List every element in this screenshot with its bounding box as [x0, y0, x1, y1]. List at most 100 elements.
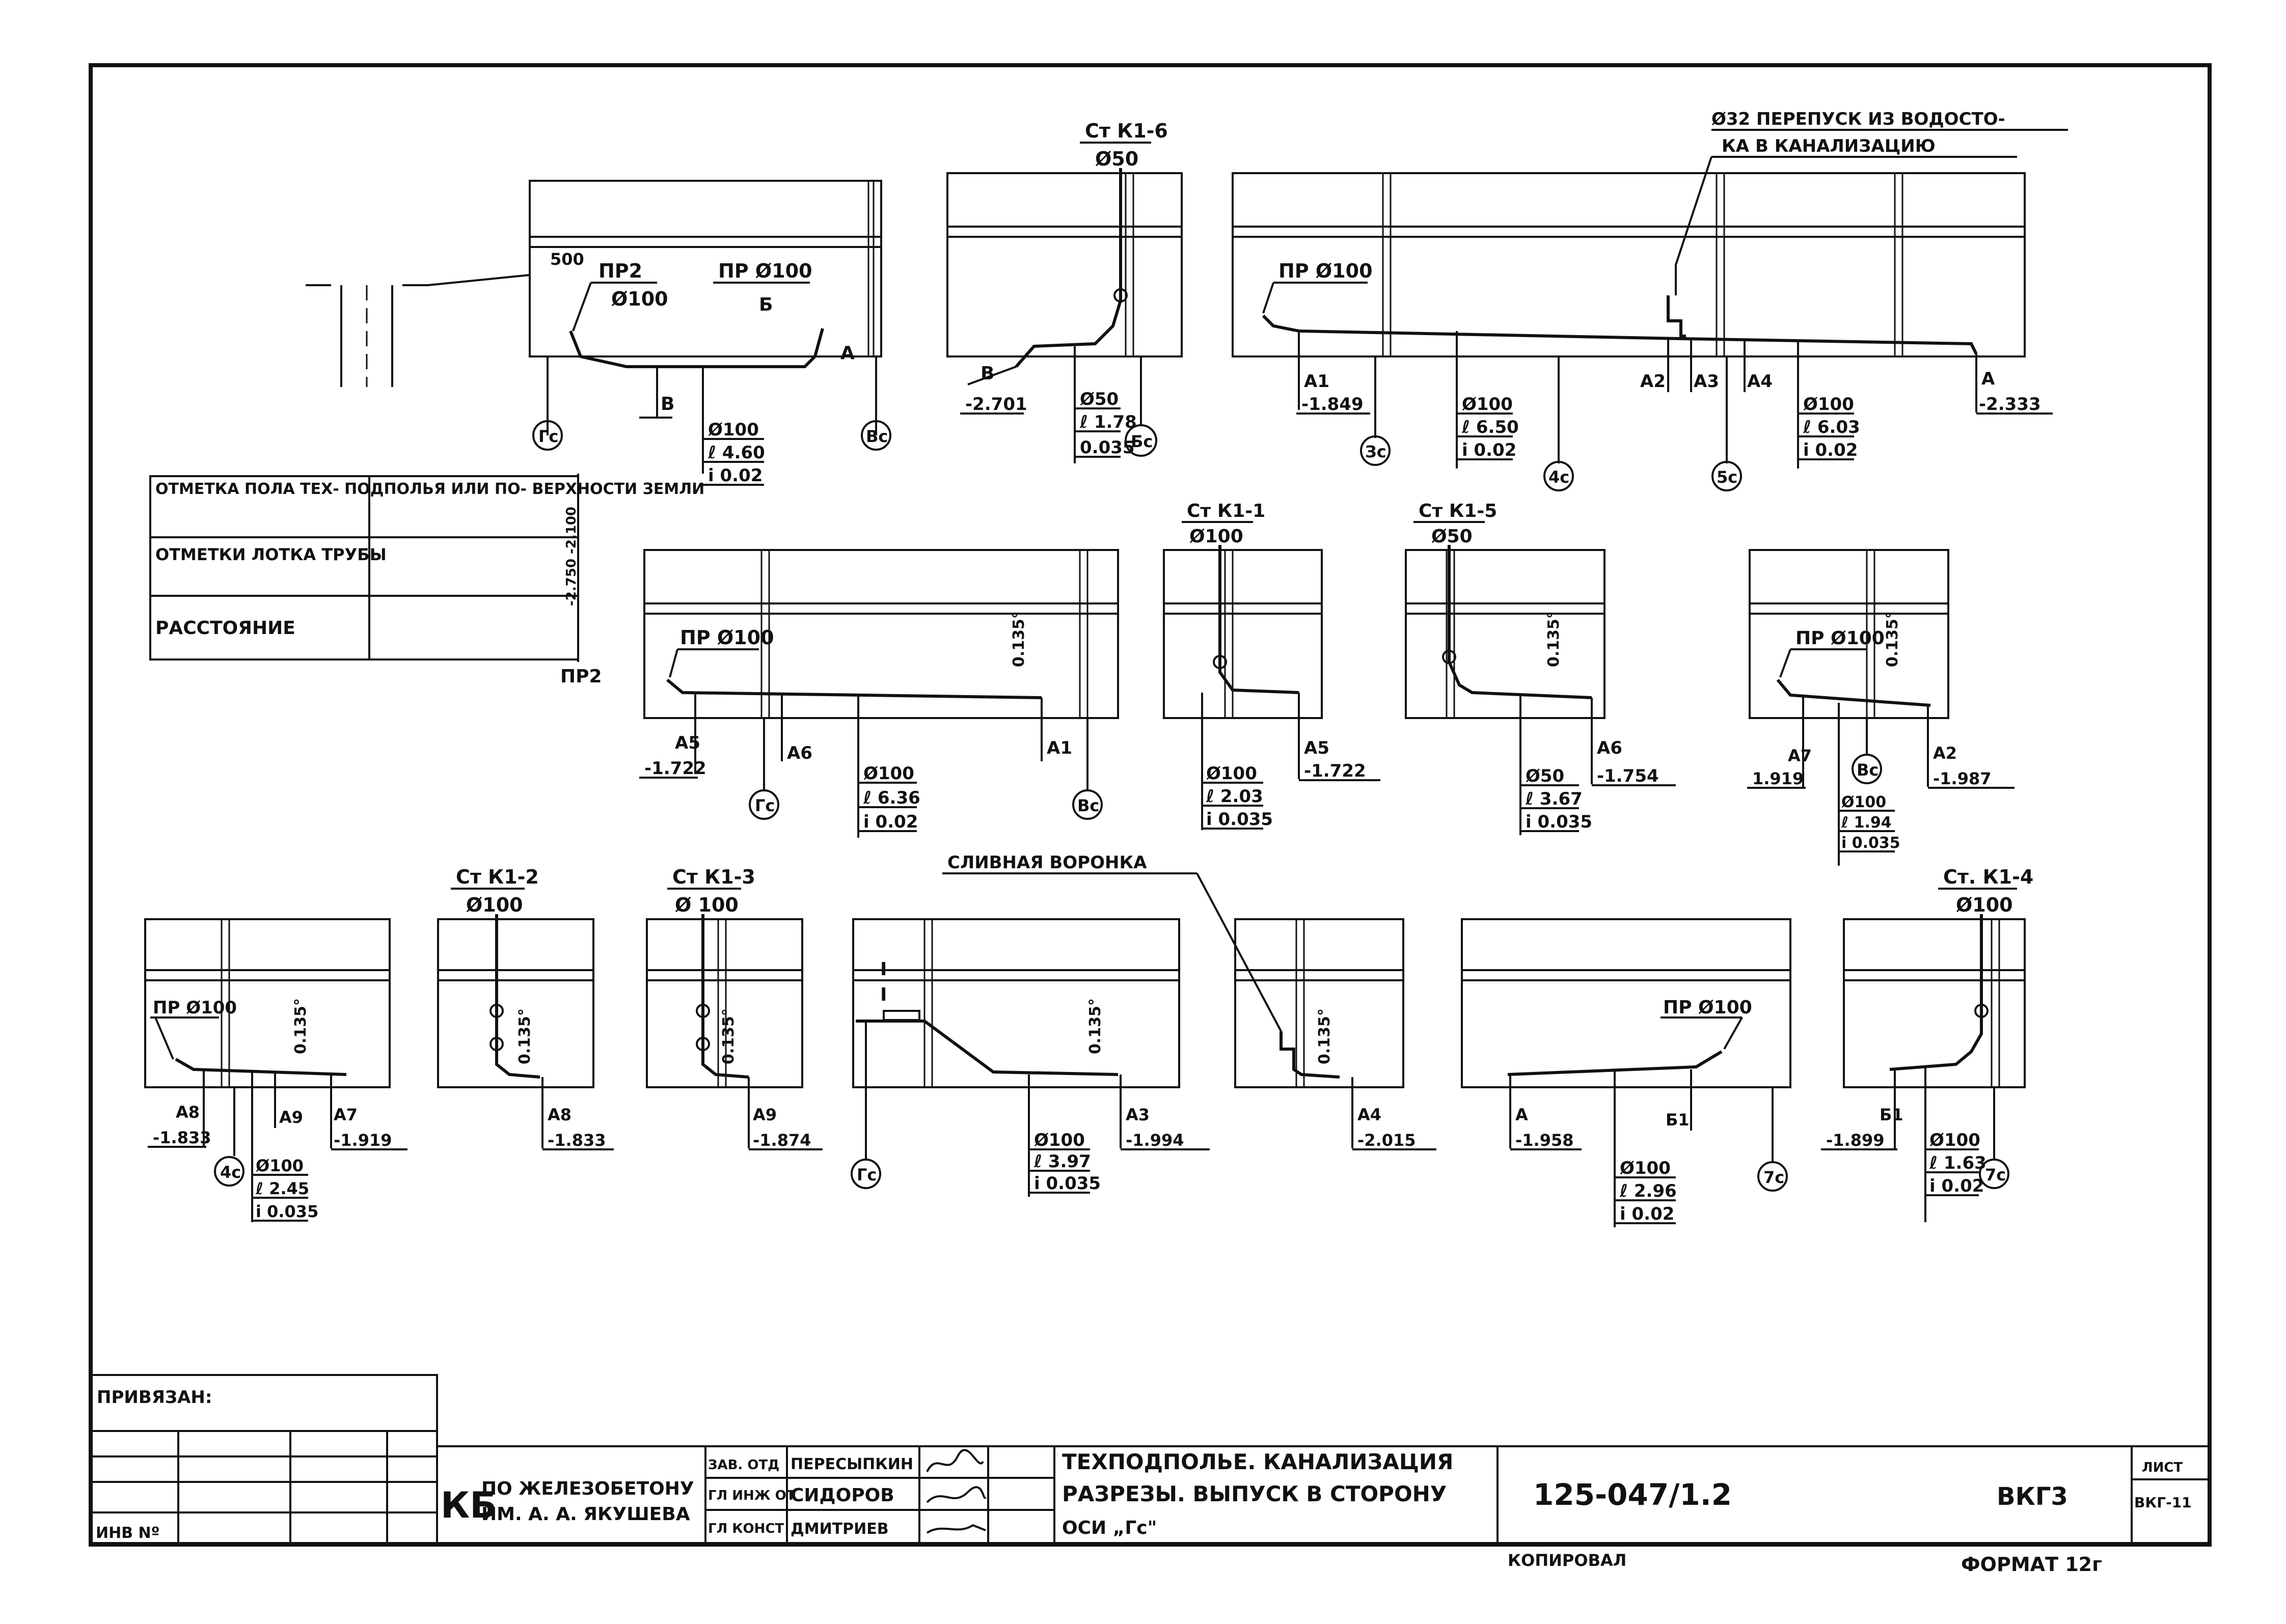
- section-13-axis: 7с: [1763, 1168, 1784, 1187]
- signature-3: [926, 1524, 986, 1534]
- drawing-title-line2: РАЗРЕЗЫ. ВЫПУСК В СТОРОНУ: [1062, 1481, 1447, 1506]
- section-3-a4-label: А4: [1747, 371, 1773, 392]
- section-3-axis2: 4с: [1548, 467, 1569, 487]
- section-7-pipe-l: ℓ 1.94: [1841, 814, 1892, 832]
- section-14-pipe-d: Ø100: [1929, 1130, 1980, 1150]
- section-1-pr-right-label: ПР Ø100: [718, 260, 812, 282]
- section-12-a4-label: А4: [1357, 1105, 1381, 1124]
- section-6-riser-diameter: Ø50: [1431, 526, 1473, 547]
- section-6-riser-label: Ст К1-5: [1419, 501, 1497, 521]
- drawing-title-line1: ТЕХПОДПОЛЬЕ. КАНАЛИЗАЦИЯ: [1062, 1449, 1453, 1474]
- section-10-riser-label: Ст К1-3: [672, 866, 755, 888]
- title-block: ПРИВЯЗАН: ИНВ Nº КБ ПО ЖЕЛЕЗОБЕТОНУ ИМ. …: [90, 1374, 2211, 1576]
- section-14-b1-label: Б1: [1880, 1105, 1903, 1124]
- section-8-axis: 4с: [220, 1163, 241, 1182]
- section-1-pr-left-label: ПР2: [598, 260, 642, 282]
- section-7-pipe-i: i 0.035: [1841, 834, 1900, 852]
- section-3-a1-elev: -1.849: [1301, 394, 1364, 415]
- table-row-distance: РАССТОЯНИЕ: [155, 618, 295, 639]
- section-3-pipe1-i: i 0.02: [1462, 440, 1516, 460]
- section-10: Ст К1-3 Ø 100 0.135° А9 -1.874: [646, 866, 823, 1150]
- section-3-pipe2-i: i 0.02: [1803, 440, 1858, 460]
- section-1-pr-left-diameter: Ø100: [611, 288, 668, 310]
- section-8-a7-label: А7: [334, 1105, 358, 1124]
- section-5-riser-label: Ст К1-1: [1187, 501, 1265, 521]
- section-8-a8-label: А8: [176, 1103, 200, 1122]
- privyazan-label: ПРИВЯЗАН:: [97, 1387, 212, 1408]
- section-3-axis1: Зс: [1365, 442, 1386, 461]
- section-13-a-elev: -1.958: [1515, 1131, 1574, 1150]
- section-14-pipe-i: i 0.02: [1929, 1176, 1984, 1196]
- section-12-a4-elev: -2.015: [1357, 1131, 1416, 1150]
- section-1-v-label: В: [661, 394, 674, 415]
- section-7-slope: 0.135°: [1884, 611, 1901, 667]
- format-label: ФОРМАТ 12г: [1961, 1553, 2102, 1576]
- section-11-a3-elev: -1.994: [1126, 1131, 1184, 1150]
- section-2-v-label: В: [981, 363, 994, 384]
- section-7-pr-label: ПР Ø100: [1795, 628, 1885, 649]
- section-8-slope: 0.135°: [292, 998, 310, 1054]
- section-11: I I 0.135° Гс Ø100 ℓ 3.97 i 0.035 А3 -1.…: [851, 852, 1282, 1197]
- section-11-a3-label: А3: [1126, 1105, 1150, 1124]
- section-4-pr-label: ПР Ø100: [680, 626, 774, 649]
- section-5: Ст К1-1 Ø100 Ø100 ℓ 2.03 i 0.035 А5 -1.7…: [1163, 501, 1380, 830]
- section-10-riser-diameter: Ø 100: [675, 894, 739, 916]
- section-1-axis-left: Гс: [538, 427, 558, 446]
- section-3-a2-label: А2: [1640, 371, 1666, 392]
- section-8-pipe-d: Ø100: [256, 1156, 304, 1175]
- section-3-a1-label: А1: [1304, 371, 1329, 392]
- section-8-a7-elev: -1.919: [334, 1131, 392, 1150]
- section-11-pipe-l: ℓ 3.97: [1033, 1151, 1091, 1172]
- section-13-pipe-d: Ø100: [1620, 1158, 1671, 1178]
- section-5-a5-label: А5: [1304, 738, 1329, 758]
- section-3-note-line2: КА В КАНАЛИЗАЦИЮ: [1722, 136, 1936, 156]
- section-10-a9-elev: -1.874: [753, 1131, 811, 1150]
- section-3-a-label: А: [1981, 369, 1995, 389]
- section-3-pipe2-l: ℓ 6.03: [1803, 417, 1860, 437]
- copied-label: КОПИРОВАЛ: [1508, 1551, 1626, 1570]
- section-1-b-label: Б: [759, 294, 773, 315]
- section-6-pipe-d: Ø50: [1526, 766, 1564, 786]
- section-7-a2-label: А2: [1933, 744, 1957, 763]
- section-2-riser-label: Ст К1-6: [1085, 120, 1168, 142]
- section-8-a8-elev: -1.833: [153, 1128, 211, 1147]
- section-11-cut-top: I: [880, 959, 887, 980]
- section-5-a5-elev: -1.722: [1304, 761, 1366, 781]
- drawing-mark: ВКГ3: [1997, 1482, 2068, 1511]
- section-12-slope: 0.135°: [1316, 1008, 1334, 1064]
- section-11-pipe-d: Ø100: [1034, 1130, 1085, 1150]
- section-4-slope: 0.135°: [1010, 611, 1028, 667]
- section-4-a1-label: А1: [1047, 738, 1072, 758]
- section-10-slope: 0.135°: [720, 1008, 738, 1064]
- signature-1: [926, 1449, 984, 1472]
- section-2-pipe-l: ℓ 1.78: [1079, 412, 1137, 432]
- section-11-pipe-i: i 0.035: [1034, 1173, 1101, 1194]
- drawing-title-line3: ОСИ „Гс": [1062, 1518, 1157, 1538]
- section-13-a-label: А: [1515, 1105, 1528, 1124]
- section-14-pipe-l: ℓ 1.63: [1929, 1153, 1986, 1173]
- table-row-floor-elevation: ОТМЕТКА ПОЛА ТЕХ- ПОДПОЛЬЯ ИЛИ ПО- ВЕРХН…: [155, 480, 704, 498]
- section-2-axis: Бс: [1131, 432, 1153, 451]
- section-2-elev: -2.701: [965, 394, 1027, 415]
- role-1: ЗАВ. ОТД: [708, 1457, 779, 1473]
- section-3-note-line1: Ø32 ПЕРЕПУСК ИЗ ВОДОСТО-: [1711, 109, 2005, 129]
- sheet-border: [89, 63, 2212, 1547]
- sheet-number: ВКГ-11: [2134, 1494, 2192, 1511]
- section-2-pipe-d: Ø50: [1080, 389, 1119, 409]
- section-3-pipe1-d: Ø100: [1462, 394, 1513, 415]
- drawing-code: 125-047/1.2: [1533, 1477, 1732, 1512]
- section-4-axis2: Вс: [1077, 796, 1099, 815]
- section-3-a3-label: А3: [1694, 371, 1719, 392]
- profile-table: ОТМЕТКА ПОЛА ТЕХ- ПОДПОЛЬЯ ИЛИ ПО- ВЕРХН…: [149, 474, 704, 687]
- section-12: 0.135° А4 -2.015: [1234, 918, 1436, 1150]
- role-2: ГЛ ИНЖ ОТ: [708, 1488, 796, 1503]
- table-scale-value: -2.750 -2.100: [564, 507, 579, 606]
- name-2: СИДОРОВ: [791, 1485, 894, 1506]
- section-5-riser-diameter: Ø100: [1189, 526, 1243, 547]
- section-13: ПР Ø100 А -1.958 Ø100 ℓ 2.96 i 0.02 Б1 7…: [1461, 918, 1791, 1227]
- org-kb: КБ: [441, 1484, 497, 1526]
- section-1-dim-label: 500: [550, 250, 584, 269]
- section-4-pipe-d: Ø100: [863, 763, 914, 784]
- org-line1: ПО ЖЕЛЕЗОБЕТОНУ: [481, 1478, 694, 1499]
- section-3: Ø32 ПЕРЕПУСК ИЗ ВОДОСТО- КА В КАНАЛИЗАЦИ…: [1232, 109, 2068, 491]
